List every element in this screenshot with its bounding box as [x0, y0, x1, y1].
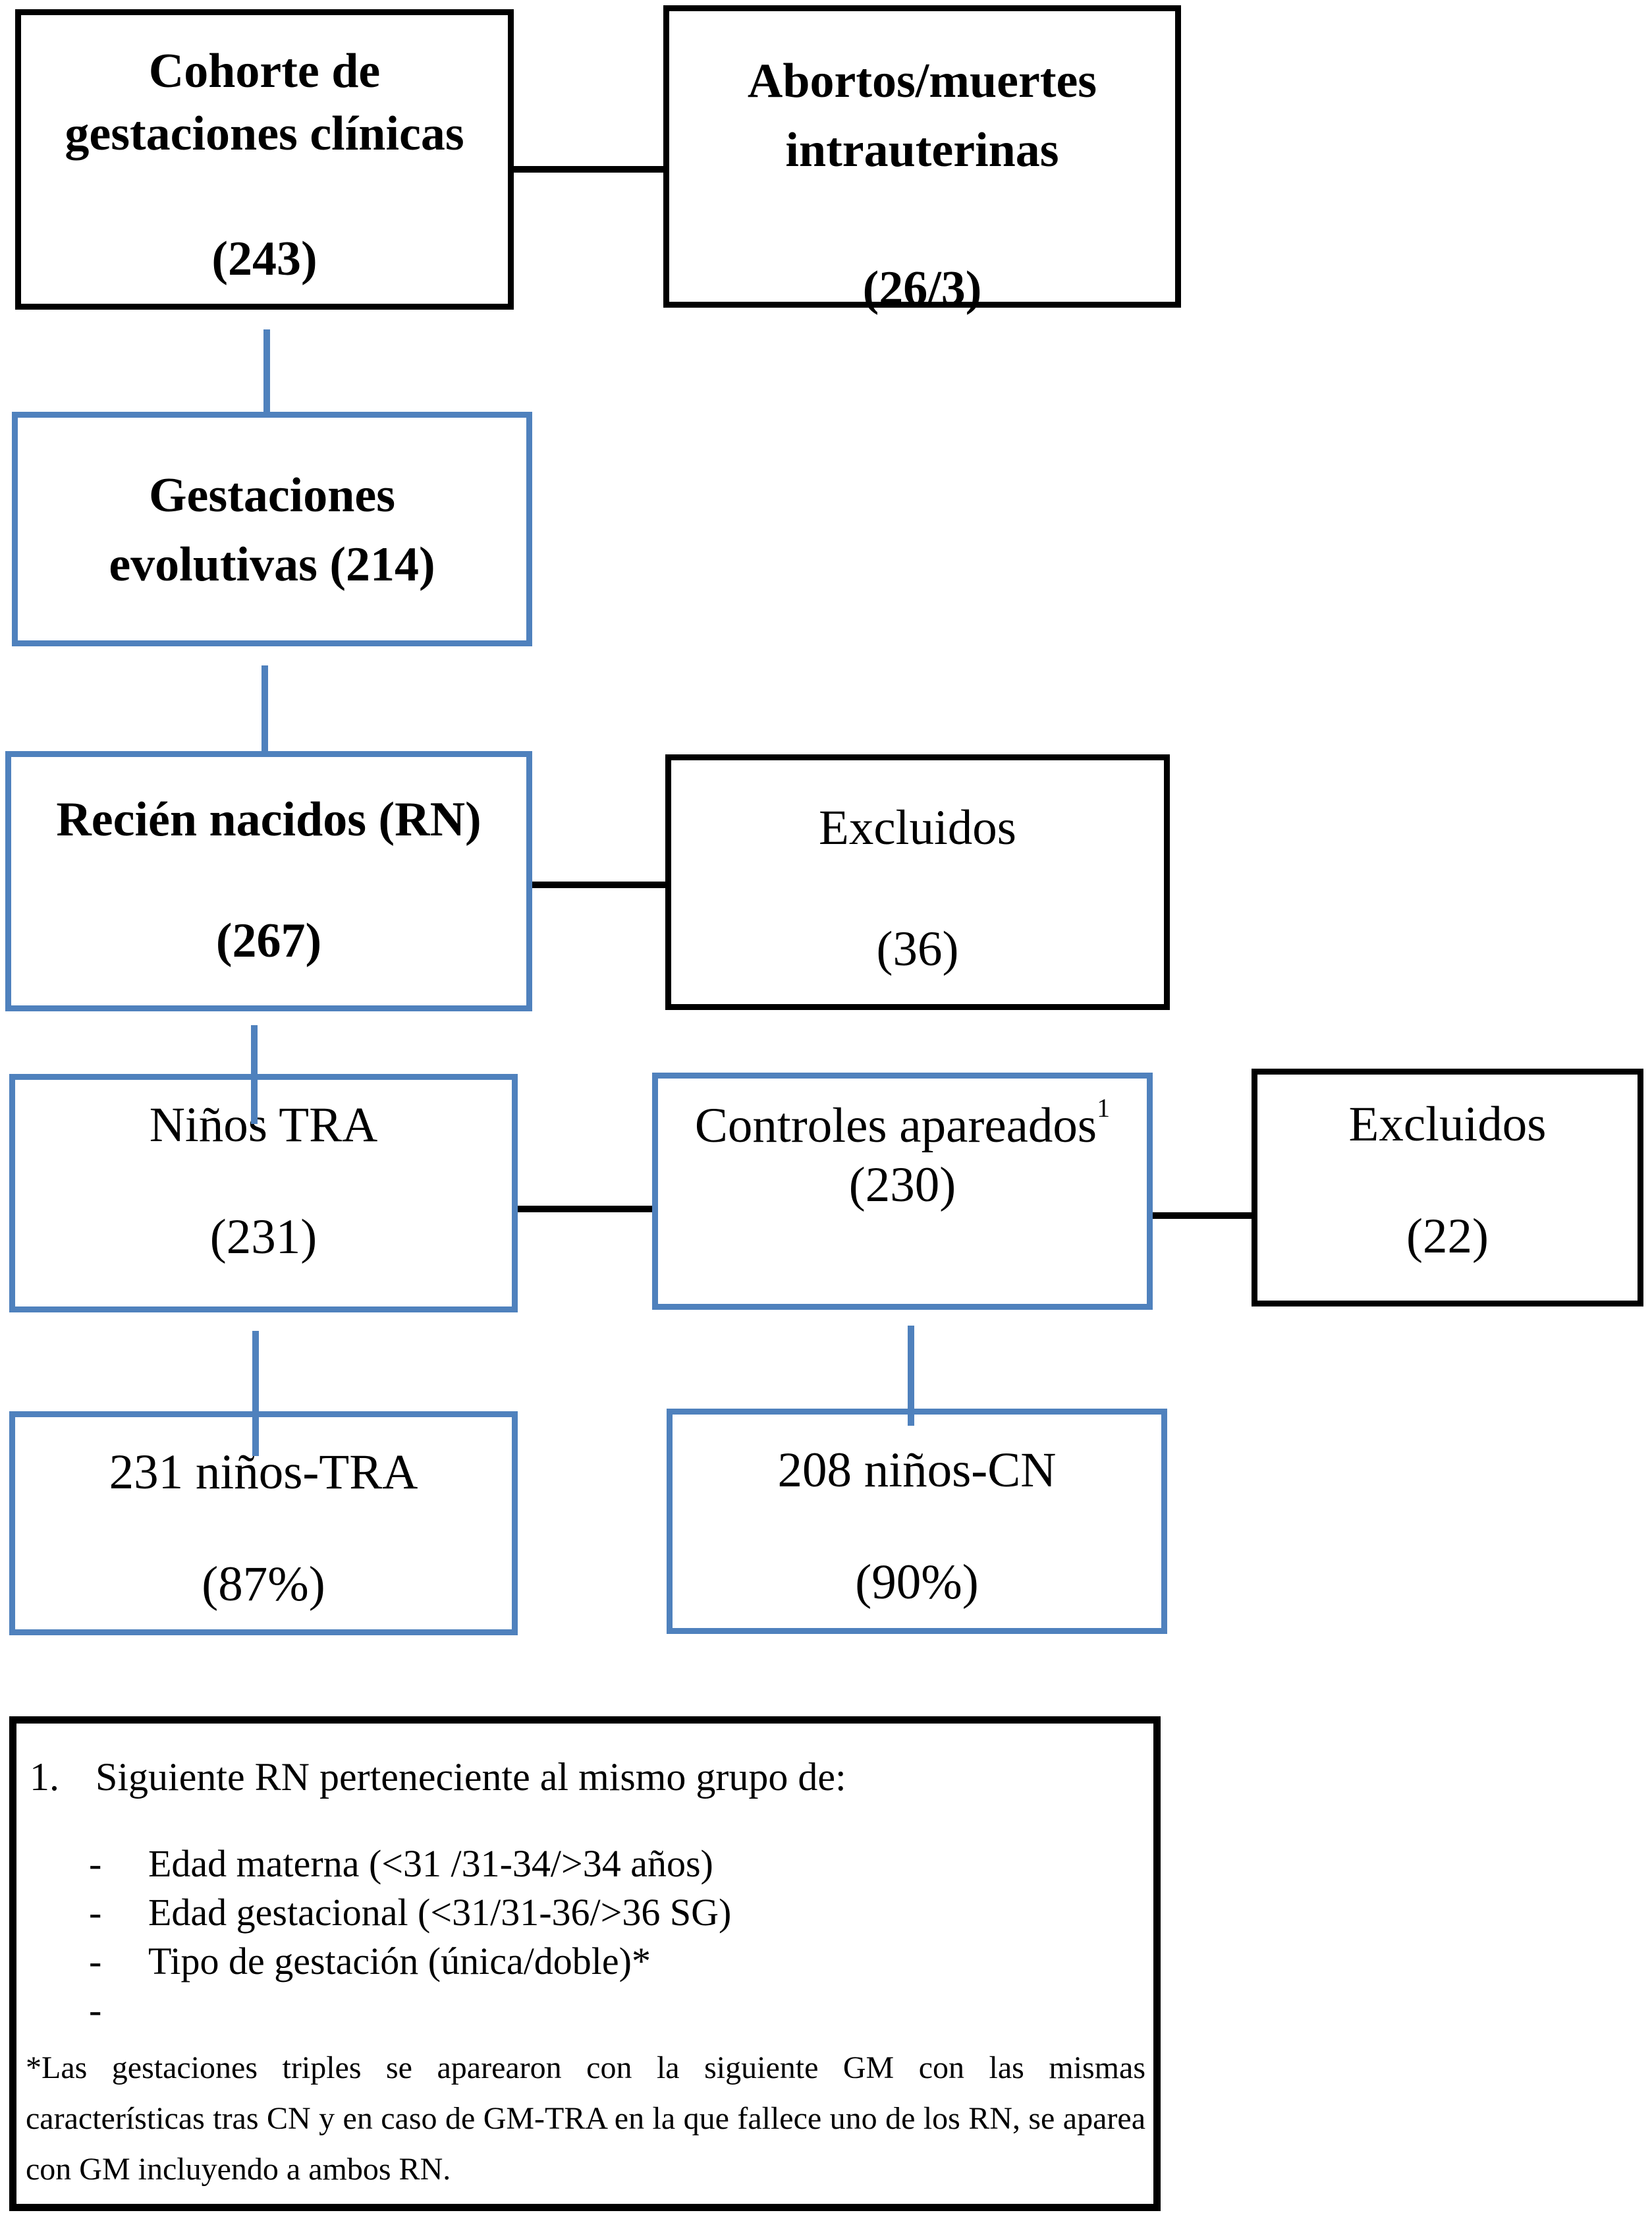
- box-count: (36): [876, 922, 959, 976]
- box-controles-apareados: Controles apareados1 (230): [652, 1073, 1153, 1310]
- box-line-spacer: [669, 185, 1175, 254]
- box-line: 231 niños-TRA: [109, 1445, 418, 1500]
- box-excluidos-36: Excluidos (36): [665, 754, 1170, 1010]
- box-line: 208 niños-CN: [777, 1443, 1057, 1498]
- bullet-text: Edad gestacional (<31/31-36/>36 SG): [148, 1891, 732, 1934]
- box-line-spacer: [15, 1500, 512, 1556]
- box-count: (26/3): [862, 262, 982, 316]
- box-count: (231): [209, 1210, 317, 1264]
- box-count: (90%): [855, 1555, 979, 1610]
- box-line-spacer: [671, 858, 1164, 919]
- box-line: evolutivas (214): [109, 538, 435, 592]
- bullet-dash: -: [89, 1842, 102, 1885]
- box-count: (230): [848, 1158, 956, 1212]
- box-line: Niños TRA: [149, 1098, 378, 1152]
- box-line: intrauterinas: [785, 123, 1059, 177]
- box-gestaciones-evolutivas: Gestaciones evolutivas (214): [12, 412, 532, 646]
- footnote-bullet: - Edad materna (<31 /31-34/>34 años): [89, 1840, 1153, 1888]
- box-count: (22): [1406, 1209, 1489, 1264]
- bullet-dash: -: [89, 1988, 102, 2031]
- box-line: Excluidos: [1348, 1097, 1547, 1152]
- bullet-text: Tipo de gestación (única/doble)*: [148, 1940, 651, 1982]
- footnote-number: 1.: [30, 1755, 59, 1799]
- box-recien-nacidos: Recién nacidos (RN) (267): [5, 751, 532, 1011]
- box-line: Abortos/muertes: [747, 54, 1097, 108]
- connector-gestaciones-recien-nacidos: [262, 665, 268, 754]
- footnote-heading-row: 1. Siguiente RN perteneciente al mismo g…: [30, 1753, 1140, 1801]
- footnote-heading: Siguiente RN perteneciente al mismo grup…: [96, 1755, 846, 1799]
- box-abortos-muertes-intrauterinas: Abortos/muertes intrauterinas (26/3): [663, 5, 1181, 316]
- box-ninos-tra-resultado: 231 niños-TRA (87%): [9, 1411, 518, 1635]
- connector-cohorte-gestaciones: [263, 329, 270, 415]
- connector-controles-excluidos: [1151, 1212, 1257, 1219]
- connector-recien-nacidos-ninos-tra: [251, 1025, 258, 1124]
- connector-ninos-tra-resultado: [252, 1331, 259, 1456]
- connector-cohorte-abortos: [510, 166, 669, 173]
- box-ninos-tra: Niños TRA (231): [9, 1074, 518, 1312]
- box-line-spacer: [11, 850, 526, 911]
- footnote-bullet: - Edad gestacional (<31/31-36/>36 SG): [89, 1888, 1153, 1937]
- footnote-note: *Las gestaciones triples se aparearon co…: [26, 2050, 1145, 2187]
- box-cohorte-gestaciones-clinicas: Cohorte de gestaciones clínicas (243): [15, 9, 514, 310]
- box-line: Gestaciones: [148, 468, 396, 522]
- box-line-spacer: [15, 1153, 512, 1209]
- box-line-spacer: [673, 1498, 1161, 1554]
- footnote-bullet: - Tipo de gestación (única/doble)*: [89, 1937, 1153, 1986]
- connector-recien-nacidos-excluidos: [527, 882, 671, 888]
- box-ninos-cn-resultado: 208 niños-CN (90%): [667, 1409, 1167, 1634]
- box-line-spacer: [21, 165, 508, 228]
- footnote-bullet-list: - Edad materna (<31 /31-34/>34 años) - E…: [89, 1840, 1153, 2035]
- footnote-box: 1. Siguiente RN perteneciente al mismo g…: [9, 1716, 1161, 2211]
- box-excluidos-22: Excluidos (22): [1252, 1069, 1643, 1306]
- box-line-spacer: [1257, 1152, 1638, 1208]
- connector-ninos-tra-controles: [512, 1206, 657, 1212]
- footnote-bullet: -: [89, 1986, 1153, 2035]
- connector-controles-resultado: [908, 1326, 914, 1426]
- box-count: (267): [215, 914, 322, 968]
- footnote-ref-superscript: 1: [1097, 1093, 1111, 1123]
- bullet-dash: -: [89, 1940, 102, 1982]
- box-line-text: Controles apareados: [694, 1098, 1097, 1153]
- bullet-text: Edad materna (<31 /31-34/>34 años): [148, 1842, 713, 1885]
- box-line: Controles apareados1: [658, 1093, 1147, 1156]
- box-line: gestaciones clínicas: [65, 107, 464, 161]
- box-count: (243): [211, 232, 317, 286]
- box-line: Cohorte de: [148, 44, 381, 98]
- box-line: Excluidos: [819, 801, 1016, 855]
- box-count: (87%): [202, 1557, 325, 1612]
- bullet-dash: -: [89, 1891, 102, 1934]
- box-line: Recién nacidos (RN): [56, 793, 482, 847]
